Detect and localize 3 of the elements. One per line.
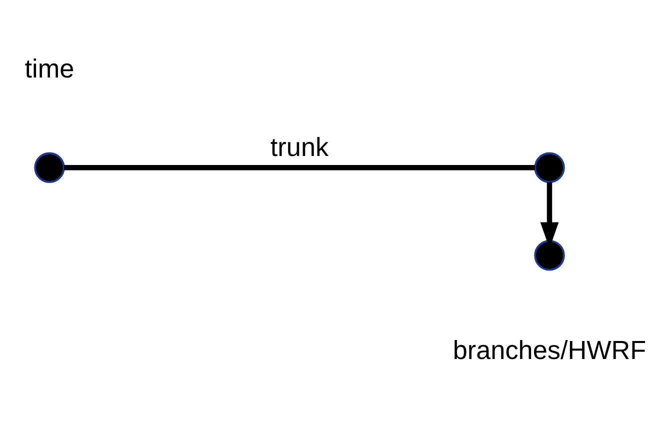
node-label: branches/HWRF [452,334,646,365]
edge-label: trunk [270,132,329,162]
label: time [24,53,74,84]
